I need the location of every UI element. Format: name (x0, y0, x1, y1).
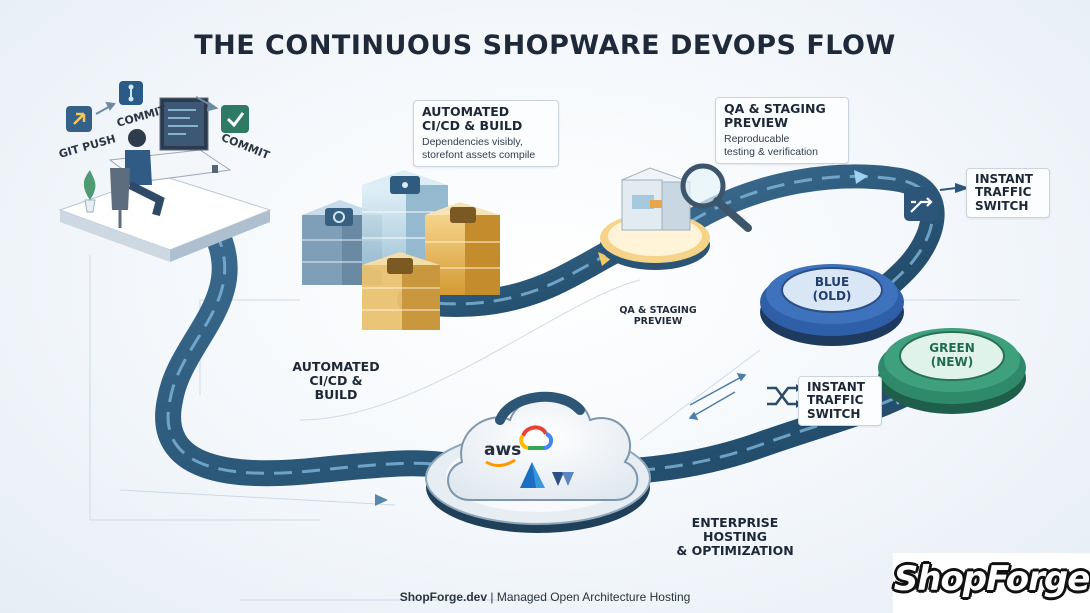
vercel-icon (552, 472, 574, 486)
footer: ShopForge.dev | Managed Open Architectur… (0, 590, 1090, 604)
qa-staging-platform (600, 167, 710, 270)
cicd-server-stacks (302, 170, 500, 330)
brand-logo: ShopForge (893, 553, 1090, 613)
aws-icon: aws (484, 440, 521, 467)
cicd-callout-title: AUTOMATED CI/CD & BUILD (422, 104, 523, 133)
svg-text:aws: aws (484, 440, 521, 460)
traffic-switch-icon-top (904, 187, 938, 221)
green-ring-label: GREEN (NEW) (929, 341, 975, 369)
cicd-callout: AUTOMATED CI/CD & BUILD Dependencies vis… (413, 100, 559, 167)
qa-callout-title: QA & STAGING PREVIEW (724, 101, 826, 130)
footer-tagline: Managed Open Architecture Hosting (496, 590, 691, 604)
traffic-switch-icon-mid (767, 384, 802, 408)
magnifier-icon (680, 163, 752, 232)
azure-icon (520, 462, 545, 488)
hosting-label: ENTERPRISE HOSTING & OPTIMIZATION (676, 515, 794, 558)
footer-separator: | (490, 590, 494, 604)
switch-top-label: INSTANT TRAFFIC SWITCH (975, 172, 1033, 213)
qa-path-label: QA & STAGING PREVIEW (619, 305, 697, 327)
hosting-platform (425, 391, 651, 533)
git-push-icon (66, 106, 92, 132)
sync-arrows (688, 373, 747, 420)
server-stack-build (362, 252, 440, 330)
switch-top-callout: INSTANT TRAFFIC SWITCH (966, 168, 1050, 219)
background-guides (89, 255, 1020, 601)
blue-ring-label: BLUE (OLD) (812, 275, 852, 303)
switch-mid-label: INSTANT TRAFFIC SWITCH (807, 380, 865, 421)
developer-desk (58, 97, 272, 262)
developer-arrows (95, 96, 219, 115)
footer-site: ShopForge.dev (399, 590, 488, 604)
qa-callout: QA & STAGING PREVIEW Reproducable testin… (715, 97, 849, 164)
hosting-callout: ENTERPRISE HOSTING & OPTIMIZATION (652, 512, 818, 562)
qa-callout-desc: Reproducable testing & verification (724, 133, 818, 158)
cicd-path-label: AUTOMATED CI/CD & BUILD (280, 356, 392, 406)
brand-logo-text: ShopForge (893, 559, 1090, 599)
google-cloud-icon (519, 425, 553, 450)
commit-check-icon (221, 105, 249, 133)
page-title: THE CONTINUOUS SHOPWARE DEVOPS FLOW (194, 30, 896, 61)
blue-ring (760, 264, 904, 346)
commit-icon (119, 81, 143, 105)
cicd-path-label-text: AUTOMATED CI/CD & BUILD (292, 359, 380, 402)
switch-mid-callout: INSTANT TRAFFIC SWITCH (798, 376, 882, 427)
green-ring (878, 328, 1026, 414)
cicd-callout-desc: Dependencies visibly, storefont assets c… (422, 136, 536, 161)
